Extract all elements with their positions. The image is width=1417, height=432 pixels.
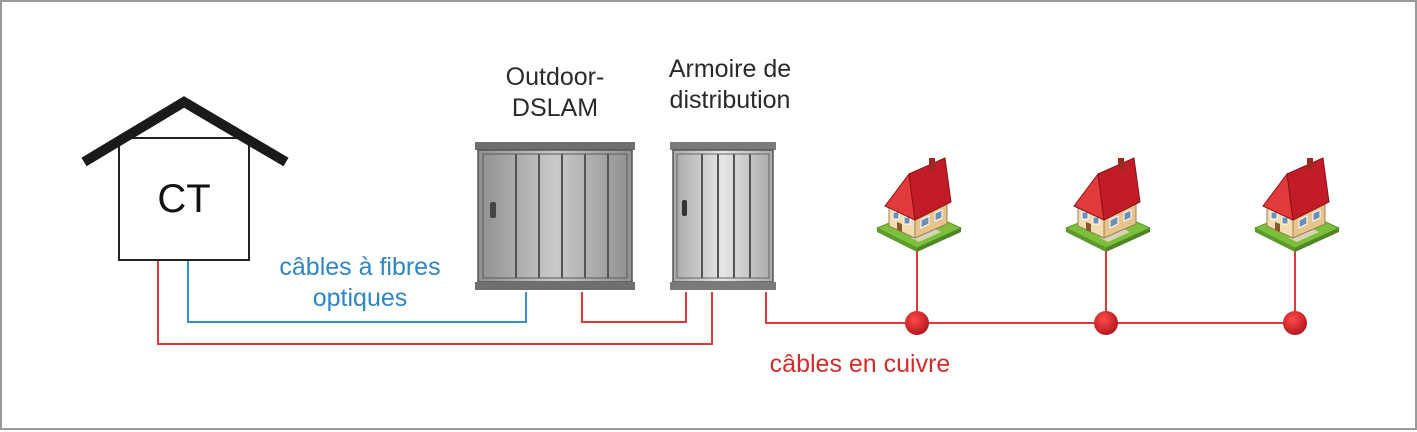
copper-cable-cabinet-to-houses [765, 292, 1295, 324]
house-icon-2 [1065, 157, 1151, 253]
cabinet-label-line1: Armoire de [668, 55, 792, 83]
copper-cable-dslam-to-cabinet [581, 292, 687, 323]
central-office-label: CT [157, 177, 211, 221]
dslam-label-line1: Outdoor- [505, 63, 605, 91]
distribution-cabinet-icon [670, 142, 776, 290]
cabinet-label-line2: distribution [669, 86, 791, 115]
fiber-cable-label-line1: câbles à fibres [279, 253, 441, 281]
junction-node-2 [1094, 311, 1118, 335]
outdoor-dslam-cabinet-icon [475, 142, 635, 290]
copper-cable-ct-to-cabinet [157, 260, 713, 345]
fiber-cable-ct-to-dslam [187, 260, 527, 323]
dslam-label-line2: DSLAM [511, 94, 599, 123]
cabinet-label: Armoire de distribution [630, 54, 830, 117]
fiber-cable-label: câbles à fibres optiques [240, 252, 480, 315]
fiber-cable-label-line2: optiques [312, 284, 408, 313]
dslam-label: Outdoor- DSLAM [455, 62, 655, 125]
junction-node-3 [1283, 311, 1307, 335]
central-office-icon [81, 96, 289, 261]
junction-node-1 [905, 311, 929, 335]
house-icon-1 [876, 157, 962, 253]
house-icon-3 [1254, 157, 1340, 253]
copper-cable-label: câbles en cuivre [769, 350, 951, 378]
